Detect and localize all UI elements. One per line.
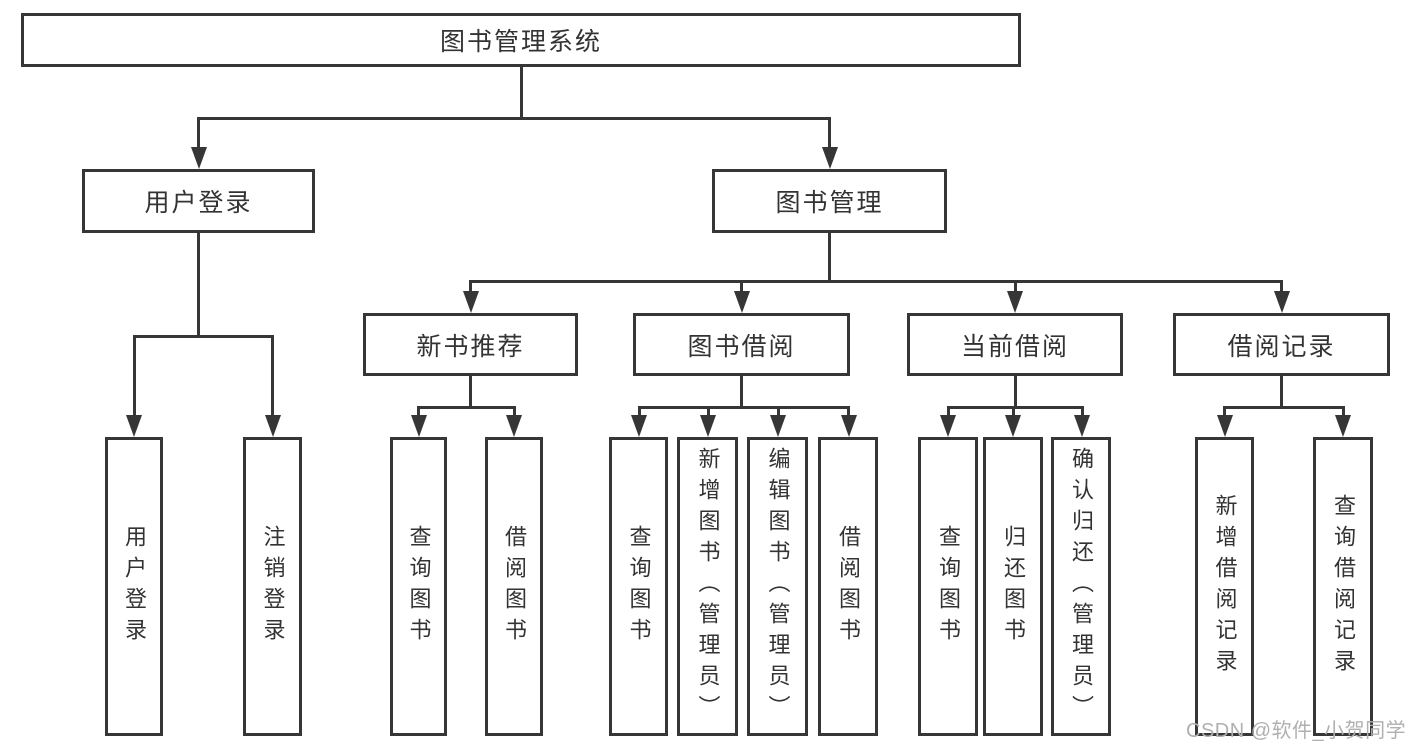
arrowhead-query-book-3-icon	[940, 415, 956, 437]
connector-drop-add-book	[706, 406, 710, 420]
connector-new-book-stem	[469, 376, 472, 409]
arrowhead-return-book-icon	[1005, 415, 1021, 437]
connector-drop-query-book-3	[946, 406, 950, 420]
arrowhead-book-borrow-icon	[733, 291, 750, 313]
connector-drop-user-login	[197, 117, 200, 151]
node-book-management: 图书管理	[712, 169, 947, 233]
connector-current-borrow-hline	[946, 406, 1084, 409]
arrowhead-edit-book-icon	[770, 415, 786, 437]
leaf-borrow-book-2: 借阅图书	[818, 437, 878, 736]
arrowhead-query-record-icon	[1335, 415, 1351, 437]
connector-drop-leaf-logout	[271, 335, 274, 420]
leaf-query-borrow-record: 查询借阅记录	[1313, 437, 1373, 736]
connector-drop-borrow-book-2	[847, 406, 850, 420]
connector-user-login-hline	[132, 335, 274, 338]
arrowhead-new-book-icon	[462, 291, 479, 313]
leaf-borrow-book-1: 借阅图书	[485, 437, 543, 736]
arrowhead-confirm-return-icon	[1074, 415, 1090, 437]
node-borrow-records: 借阅记录	[1173, 313, 1390, 376]
arrowhead-user-login-icon	[190, 147, 207, 169]
leaf-add-book-admin: 新增图书（管理员）	[677, 437, 738, 736]
node-book-borrow: 图书借阅	[633, 313, 850, 376]
connector-drop-add-record	[1223, 406, 1226, 420]
connector-drop-confirm-return	[1080, 406, 1084, 420]
arrowhead-book-management-icon	[821, 147, 838, 169]
leaf-query-book-2: 查询图书	[609, 437, 668, 736]
csdn-watermark: CSDN @软件_小贺同学	[1186, 720, 1405, 742]
node-user-login: 用户登录	[82, 169, 315, 233]
connector-drop-edit-book	[776, 406, 780, 420]
connector-drop-book-management	[828, 117, 831, 151]
connector-drop-query-book-1	[417, 406, 420, 420]
connector-borrow-records-hline	[1223, 406, 1345, 409]
node-library-management-system: 图书管理系统	[21, 13, 1021, 67]
arrowhead-leaf-logout-icon	[264, 415, 281, 437]
node-current-borrow: 当前借阅	[907, 313, 1123, 376]
leaf-user-login: 用户登录	[105, 437, 163, 736]
connector-book-management-stem	[828, 233, 831, 283]
connector-drop-query-record	[1341, 406, 1345, 420]
arrowhead-borrow-book-1-icon	[506, 415, 522, 437]
connector-drop-book-borrow	[740, 280, 743, 296]
arrowhead-current-borrow-icon	[1007, 291, 1023, 313]
connector-new-book-hline	[417, 406, 516, 409]
connector-root-stem	[519, 67, 523, 119]
arrowhead-add-book-icon	[700, 415, 716, 437]
arrowhead-leaf-user-login-icon	[126, 415, 142, 437]
connector-drop-new-book	[469, 280, 472, 296]
connector-borrow-records-stem	[1280, 376, 1283, 409]
connector-root-hline	[197, 117, 831, 120]
leaf-add-borrow-record: 新增借阅记录	[1195, 437, 1254, 736]
arrowhead-query-book-1-icon	[410, 415, 427, 437]
leaf-edit-book-admin: 编辑图书（管理员）	[747, 437, 808, 736]
node-new-book-recommend: 新书推荐	[363, 313, 578, 376]
connector-drop-return-book	[1011, 406, 1015, 420]
leaf-query-book-3: 查询图书	[918, 437, 978, 736]
arrowhead-add-record-icon	[1216, 415, 1233, 437]
connector-drop-leaf-user-login	[132, 335, 136, 420]
connector-current-borrow-stem	[1013, 376, 1017, 409]
connector-book-management-hline	[469, 280, 1283, 283]
connector-drop-query-book-2	[637, 406, 641, 420]
connector-user-login-stem	[197, 233, 200, 338]
connector-drop-borrow-book-1	[512, 406, 516, 420]
connector-book-borrow-hline	[637, 406, 850, 409]
arrowhead-borrow-records-icon	[1273, 291, 1290, 313]
connector-book-borrow-stem	[740, 376, 743, 409]
connector-drop-current-borrow	[1013, 280, 1017, 296]
leaf-logout-login: 注销登录	[243, 437, 302, 736]
leaf-confirm-return-admin: 确认归还（管理员）	[1051, 437, 1111, 736]
connector-drop-borrow-records	[1280, 280, 1283, 296]
leaf-query-book-1: 查询图书	[390, 437, 447, 736]
leaf-return-book: 归还图书	[983, 437, 1043, 736]
arrowhead-borrow-book-2-icon	[840, 415, 857, 437]
arrowhead-query-book-2-icon	[631, 415, 647, 437]
